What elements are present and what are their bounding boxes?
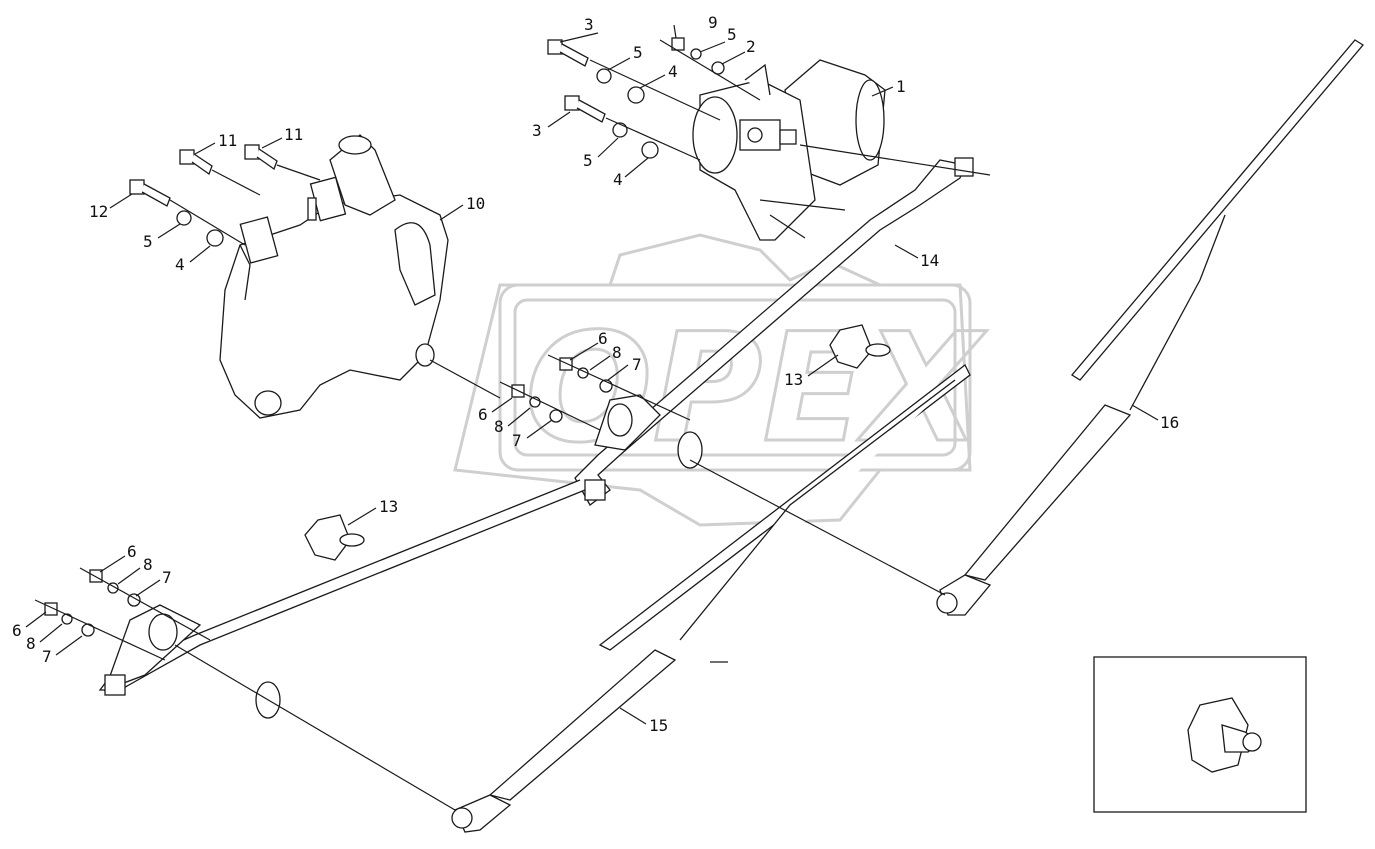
callout-8-center-a: 8 — [612, 343, 622, 362]
assembly-lines — [34, 39, 991, 811]
callout-4-left: 4 — [175, 255, 185, 274]
callout-15: 15 — [649, 716, 668, 735]
callout-7-center-a: 7 — [632, 355, 642, 374]
fasteners — [44, 37, 725, 637]
callout-7-left-a: 7 — [162, 568, 172, 587]
callout-13-left: 13 — [379, 497, 398, 516]
callout-11-b: 11 — [284, 125, 303, 144]
callout-7-left-b: 7 — [42, 647, 52, 666]
callout-4-mid: 4 — [613, 170, 623, 189]
callout-5-right: 5 — [727, 25, 737, 44]
callout-13-center: 13 — [784, 370, 803, 389]
callout-6-center-a: 6 — [598, 329, 608, 348]
opex-watermark: OPEX — [453, 233, 988, 527]
callout-3-top: 3 — [584, 15, 594, 34]
callout-9: 9 — [708, 13, 718, 32]
callout-5-top: 5 — [633, 43, 643, 62]
callout-3-mid: 3 — [532, 121, 542, 140]
callout-7-center-b: 7 — [512, 431, 522, 450]
wiper-motor-part-1 — [692, 59, 886, 241]
callout-2: 2 — [746, 37, 756, 56]
callout-8-center-b: 8 — [494, 417, 504, 436]
callout-6-left-b: 6 — [12, 621, 22, 640]
callout-8-left-a: 8 — [143, 555, 153, 574]
callout-11-a: 11 — [218, 131, 237, 150]
callout-1: 1 — [896, 77, 906, 96]
callout-8-left-b: 8 — [26, 634, 36, 653]
pivot-cap-part-13-b — [829, 324, 891, 369]
callout-labels: 1 2 3 3 4 4 4 5 5 5 5 6 6 6 6 7 7 7 7 8 … — [12, 13, 1179, 748]
detail-inset-box — [1093, 656, 1307, 813]
wiper-arm-blade-part-16 — [936, 39, 1364, 616]
wiper-arm-blade-part-15 — [451, 364, 971, 833]
callout-10: 10 — [466, 194, 485, 213]
callout-5-left: 5 — [143, 232, 153, 251]
callout-5-mid: 5 — [583, 151, 593, 170]
callout-12: 12 — [89, 202, 108, 221]
washer-reservoir-part-10 — [219, 134, 449, 419]
callout-14: 14 — [920, 251, 939, 270]
callout-6-left-a: 6 — [127, 542, 137, 561]
linkage-rod-part-14 — [98, 157, 974, 696]
callout-16: 16 — [1160, 413, 1179, 432]
callout-4-top: 4 — [668, 62, 678, 81]
callout-6-center-b: 6 — [478, 405, 488, 424]
pivot-cap-part-13-a — [304, 514, 365, 561]
leader-lines — [25, 24, 1195, 739]
